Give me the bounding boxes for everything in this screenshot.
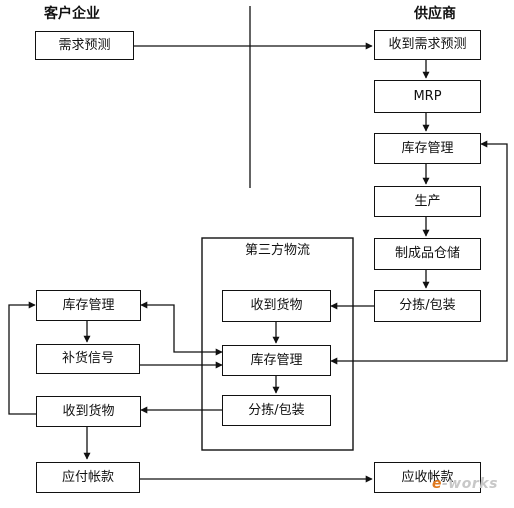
watermark-works: -works bbox=[442, 476, 498, 492]
e-works-watermark: e-works bbox=[432, 476, 498, 492]
customer-receive-goods-label: 收到货物 bbox=[62, 403, 115, 419]
supplier-inventory-box[interactable]: 库存管理 bbox=[374, 133, 481, 164]
supplier-production-label: 生产 bbox=[414, 193, 441, 209]
supplier-header: 供应商 bbox=[414, 6, 456, 22]
customer-receive-to-inventory-loop bbox=[8, 301, 36, 415]
supplier-receivable-box[interactable]: 应收帐款 bbox=[374, 462, 481, 493]
customer-demand-forecast-label: 需求预测 bbox=[58, 37, 111, 53]
supplier-mrp-label: MRP bbox=[413, 88, 442, 104]
3pl-receive-goods-label: 收到货物 bbox=[250, 298, 303, 313]
supplier-finished-goods-label: 制成品仓储 bbox=[394, 246, 460, 261]
customer-payable-label: 应付帐款 bbox=[61, 469, 114, 485]
3pl-inventory-to-supplier-inventory-loop bbox=[330, 140, 508, 365]
supplier-inventory-label: 库存管理 bbox=[401, 140, 454, 156]
customer-payable-box[interactable]: 应付帐款 bbox=[36, 462, 140, 493]
supplier-finished-goods-box[interactable]: 制成品仓储 bbox=[374, 238, 481, 270]
3pl-inventory-box[interactable]: 库存管理 bbox=[222, 345, 331, 376]
supplier-receivable-label: 应收帐款 bbox=[401, 469, 454, 485]
customer-inventory-3pl-inventory-link bbox=[140, 301, 223, 356]
supplier-mrp-box[interactable]: MRP bbox=[374, 80, 481, 113]
customer-replenish-signal-box[interactable]: 补货信号 bbox=[36, 344, 140, 374]
supplier-receive-forecast-label: 收到需求预测 bbox=[388, 37, 467, 52]
customer-enterprise-header: 客户企业 bbox=[44, 6, 100, 22]
supplier-sort-pack-label: 分拣/包装 bbox=[399, 298, 456, 313]
supplier-receive-forecast-box[interactable]: 收到需求预测 bbox=[374, 30, 481, 60]
3pl-inventory-label: 库存管理 bbox=[250, 352, 303, 368]
customer-demand-forecast-box[interactable]: 需求预测 bbox=[35, 31, 134, 60]
customer-receive-goods-box[interactable]: 收到货物 bbox=[36, 396, 141, 427]
supplier-sort-pack-box[interactable]: 分拣/包装 bbox=[374, 290, 481, 322]
watermark-e: e bbox=[432, 476, 442, 492]
supplier-production-box[interactable]: 生产 bbox=[374, 186, 481, 217]
customer-inventory-box[interactable]: 库存管理 bbox=[36, 290, 141, 321]
third-party-logistics-title: 第三方物流 bbox=[245, 243, 311, 258]
3pl-receive-goods-box[interactable]: 收到货物 bbox=[222, 290, 331, 322]
3pl-sort-pack-label: 分拣/包装 bbox=[248, 402, 305, 418]
customer-replenish-signal-label: 补货信号 bbox=[61, 351, 114, 366]
customer-inventory-label: 库存管理 bbox=[62, 297, 115, 313]
3pl-sort-pack-box[interactable]: 分拣/包装 bbox=[222, 395, 331, 426]
